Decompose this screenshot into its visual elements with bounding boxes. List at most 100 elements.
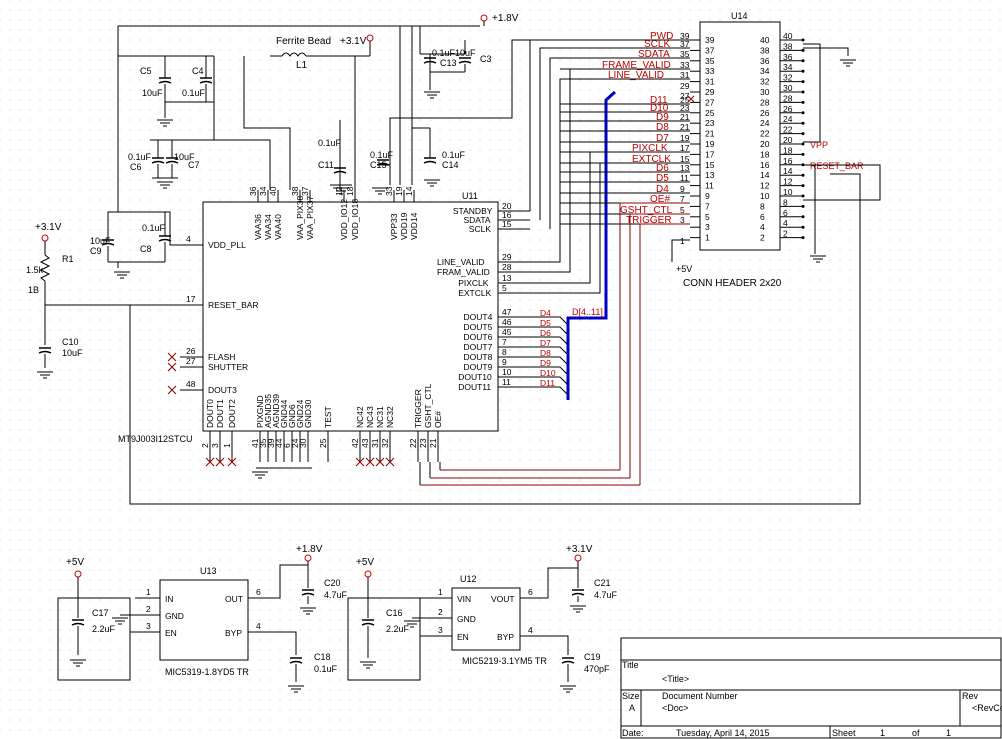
u13-pins-name-GND: GND <box>165 611 184 621</box>
u14-left-pin-num-1: 37 <box>680 39 690 49</box>
tb-docnum-label: Document Number <box>662 691 738 701</box>
tb-size-value: A <box>629 703 635 713</box>
u14-right-pin-36: 36 <box>783 52 793 62</box>
u12-out-3v1: +3.1V <box>566 544 593 555</box>
u11-pin-name-TEST: TEST <box>323 406 333 428</box>
cap-c6-c7: 0.1uF C6 10uF C7 <box>128 139 214 189</box>
u13-out-1v8: +1.8V <box>296 544 323 555</box>
u11-pin-name-DOUT8: DOUT8 <box>464 352 493 362</box>
u11-pin-num-5: 5 <box>502 283 507 293</box>
u11-pin-name-DOUT2: DOUT2 <box>227 399 237 428</box>
u14-left-pin-num-13: 15 <box>680 154 690 164</box>
u11-pin-num-48: 48 <box>186 379 196 389</box>
u14-left-pin-num-5: 29 <box>680 81 690 91</box>
u12-pins-num-1: 1 <box>438 587 443 597</box>
u11-pin-name-DOUT10: DOUT10 <box>458 372 492 382</box>
u11-pin-name-FRAM_VALID: FRAM_VALID <box>437 267 490 277</box>
u14-left-pin-num-6: 27 <box>680 91 690 101</box>
tb-docnum-value: <Doc> <box>662 703 689 713</box>
u14-left-pin-num-17: 7 <box>680 194 685 204</box>
u14-net-FRAME_VALID-3: FRAME_VALID <box>602 60 671 71</box>
u14-inner-left-7: 7 <box>705 201 710 211</box>
u12-circuit: +5V C16 2.2uF +3.1V C21 4.7uF C19 470pF <box>347 544 618 693</box>
u11-pin-num-14: 14 <box>404 186 414 196</box>
c3-ref: C3 <box>480 54 492 64</box>
c9-ref: C9 <box>90 246 102 256</box>
u14-net-D11-7: D11 <box>650 95 668 106</box>
u14-net-EXTCLK-13: EXTCLK <box>632 154 671 165</box>
regulator-u13: U13 MIC5319-1.8YD5 TR <box>159 566 249 677</box>
u14-inner-left-13: 13 <box>705 170 715 180</box>
c7-ref: C7 <box>188 160 200 170</box>
u14-left-pin-num-4: 31 <box>680 70 690 80</box>
u11-pin-name-DOUT11: DOUT11 <box>458 382 491 392</box>
u11-pin-name-DOUT4: DOUT4 <box>464 312 493 322</box>
u14-right-pin-12: 12 <box>783 177 793 187</box>
u11-pin-name-VAA40: VAA40 <box>273 214 283 240</box>
u11-pin-name-VDD14: VDD14 <box>409 212 419 240</box>
ferrite-label: Ferrite Bead <box>276 36 331 47</box>
u13-pins-num-6: 6 <box>256 587 261 597</box>
u12-pins-name-VIN: VIN <box>457 594 471 604</box>
u14-net-D6-14: D6 <box>656 163 669 174</box>
u14-left-pin-num-8: 23 <box>680 103 690 113</box>
u11-pin-num-2: 2 <box>200 443 210 448</box>
u14-left-pin-num-16: 9 <box>680 184 685 194</box>
u11-pin-name-VDD_PLL: VDD_PLL <box>208 240 246 250</box>
dnet-label-D10: D10 <box>540 368 556 378</box>
u13-pins-name-IN: IN <box>165 594 174 604</box>
u14-inner-right-6: 6 <box>760 212 765 222</box>
u11-pin-name-NC32: NC32 <box>385 406 395 428</box>
u14-reset: RESET_BAR <box>810 161 864 171</box>
u14-right-pin-2: 2 <box>783 229 788 239</box>
u11-pin-name-TRIGGER: TRIGGER <box>413 389 423 428</box>
u11-pin-num-32: 32 <box>380 438 390 448</box>
u14-part: CONN HEADER 2x20 <box>683 278 782 289</box>
tb-sheet-total: 1 <box>946 728 951 738</box>
u14-left-pin-num-3: 33 <box>680 60 690 70</box>
c15-ref: C15 <box>370 160 387 170</box>
u11-pin-num-37: 37 <box>300 186 310 196</box>
u14-left-pin-num-7: 25 <box>680 95 690 105</box>
u14-right-pin-24: 24 <box>783 114 793 124</box>
cap-c4: C4 0.1uF <box>118 55 214 127</box>
c16-ref: C16 <box>386 608 403 618</box>
c19-ref: C19 <box>584 652 601 662</box>
u11-pin-num-15: 15 <box>502 219 512 229</box>
u11-pin-name-DOUT5: DOUT5 <box>464 322 493 332</box>
u14-inner-right-40: 40 <box>760 35 770 45</box>
u14-left-pin-num-2: 35 <box>680 49 690 59</box>
u11-pin-num-26: 26 <box>186 346 196 356</box>
u14-inner-right-34: 34 <box>760 66 770 76</box>
c14-ref: C14 <box>442 160 459 170</box>
u14-left-pin-num-9: 21 <box>680 112 690 122</box>
u12-plus5: +5V <box>356 557 374 568</box>
u14-inner-left-5: 5 <box>705 212 710 222</box>
u14-inner-right-10: 10 <box>760 191 770 201</box>
u14-inner-left-19: 19 <box>705 139 715 149</box>
u11-pin-num-36: 36 <box>248 186 258 196</box>
u11-pin-num-47: 47 <box>502 307 512 317</box>
u14-net-PIXCLK-12: PIXCLK <box>632 143 668 154</box>
u14-left-pin-num-19: 3 <box>680 215 685 225</box>
c18-val: 0.1uF <box>314 664 338 674</box>
u14-net-D5-15: D5 <box>656 173 669 184</box>
u14-inner-right-12: 12 <box>760 181 770 191</box>
u14-inner-right-38: 38 <box>760 45 770 55</box>
power-label-3v1-top: +3.1V <box>340 36 367 47</box>
u14-net-PWD-0: PWD <box>650 31 673 42</box>
u14-inner-left-37: 37 <box>705 45 715 55</box>
u14-inner-right-24: 24 <box>760 118 770 128</box>
dnet-label-D9: D9 <box>540 358 551 368</box>
u11-pin-num-18: 18 <box>345 186 355 196</box>
u14-inner-right-30: 30 <box>760 87 770 97</box>
u14-inner-right-4: 4 <box>760 222 765 232</box>
dnet-label-D6: D6 <box>540 328 551 338</box>
r1-val: 1.5k <box>26 265 44 275</box>
u14-inner-left-9: 9 <box>705 191 710 201</box>
tb-title-label: Title <box>622 660 639 670</box>
u14-right-pin-20: 20 <box>783 135 793 145</box>
u14-inner-right-8: 8 <box>760 201 765 211</box>
